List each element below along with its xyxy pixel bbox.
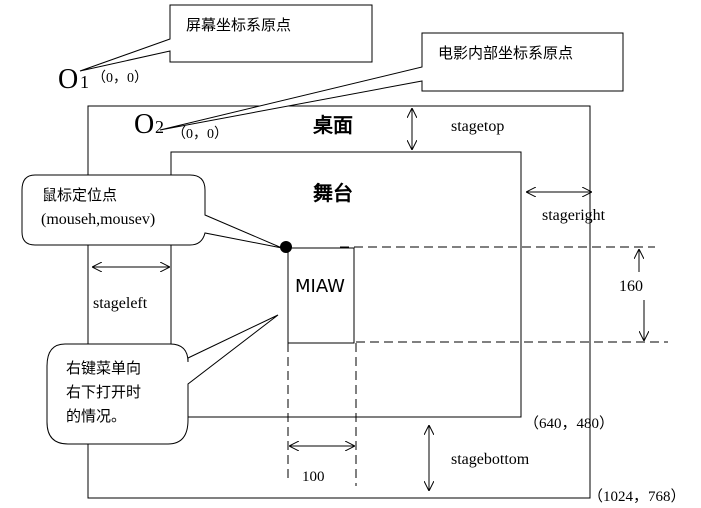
miaw-window — [287, 247, 355, 344]
stage-rect — [170, 151, 522, 418]
mouse-point-dot — [280, 241, 292, 253]
miaw-label: MIAW — [295, 276, 345, 297]
callout-menu-line3: 的情况。 — [66, 407, 126, 425]
o2-coordinate: （0，0） — [172, 126, 228, 142]
o1-letter: O — [58, 64, 78, 95]
o1-subscript: 1 — [80, 72, 89, 92]
stageleft-label: stageleft — [93, 295, 148, 312]
callout-movie-origin-text: 电影内部坐标系原点 — [438, 44, 573, 62]
callout-menu-line2: 右下打开时 — [66, 383, 141, 401]
callout-menu — [46, 314, 279, 445]
callout-mouse-point-line1: 鼠标定位点 — [42, 186, 117, 204]
height-value-label: 160 — [619, 278, 643, 295]
stageright-label: stageright — [542, 207, 606, 224]
o2-letter: O — [134, 109, 154, 140]
callout-screen-origin-text: 屏幕坐标系原点 — [186, 16, 291, 34]
callout-movie-origin — [159, 32, 624, 131]
width-value-label: 100 — [302, 469, 325, 485]
o1-coordinate: （0，0） — [92, 70, 148, 86]
callout-mouse-point-line2: (mouseh,mousev) — [41, 211, 155, 228]
desktop-rect — [87, 105, 591, 499]
o2-subscript: 2 — [155, 117, 164, 137]
callout-mouse-point — [21, 174, 283, 249]
callout-menu-line1: 右键菜单向 — [66, 359, 141, 377]
stage-corner-coordinate: （640，480） — [524, 415, 614, 432]
desktop-corner-coordinate: （1024，768） — [588, 488, 686, 505]
desktop-label: 桌面 — [313, 113, 353, 137]
stagebottom-label: stagebottom — [451, 451, 530, 468]
callout-screen-origin — [79, 4, 373, 72]
stage-label: 舞台 — [313, 181, 353, 205]
stagetop-label: stagetop — [451, 118, 504, 135]
